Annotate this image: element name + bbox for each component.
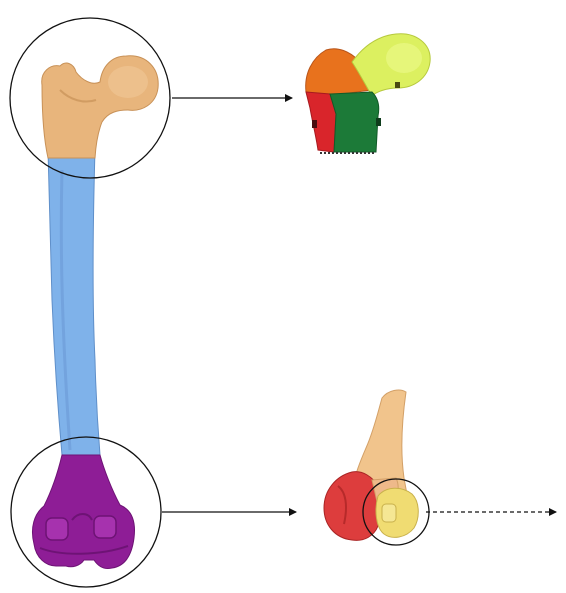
femur-model xyxy=(32,56,158,569)
segment-red xyxy=(306,92,336,152)
distal-red-segment xyxy=(324,472,380,541)
femur-shaft xyxy=(48,150,100,455)
segment-green xyxy=(330,92,379,152)
distal-segmentation xyxy=(324,390,418,540)
proximal-segmentation xyxy=(306,34,430,153)
